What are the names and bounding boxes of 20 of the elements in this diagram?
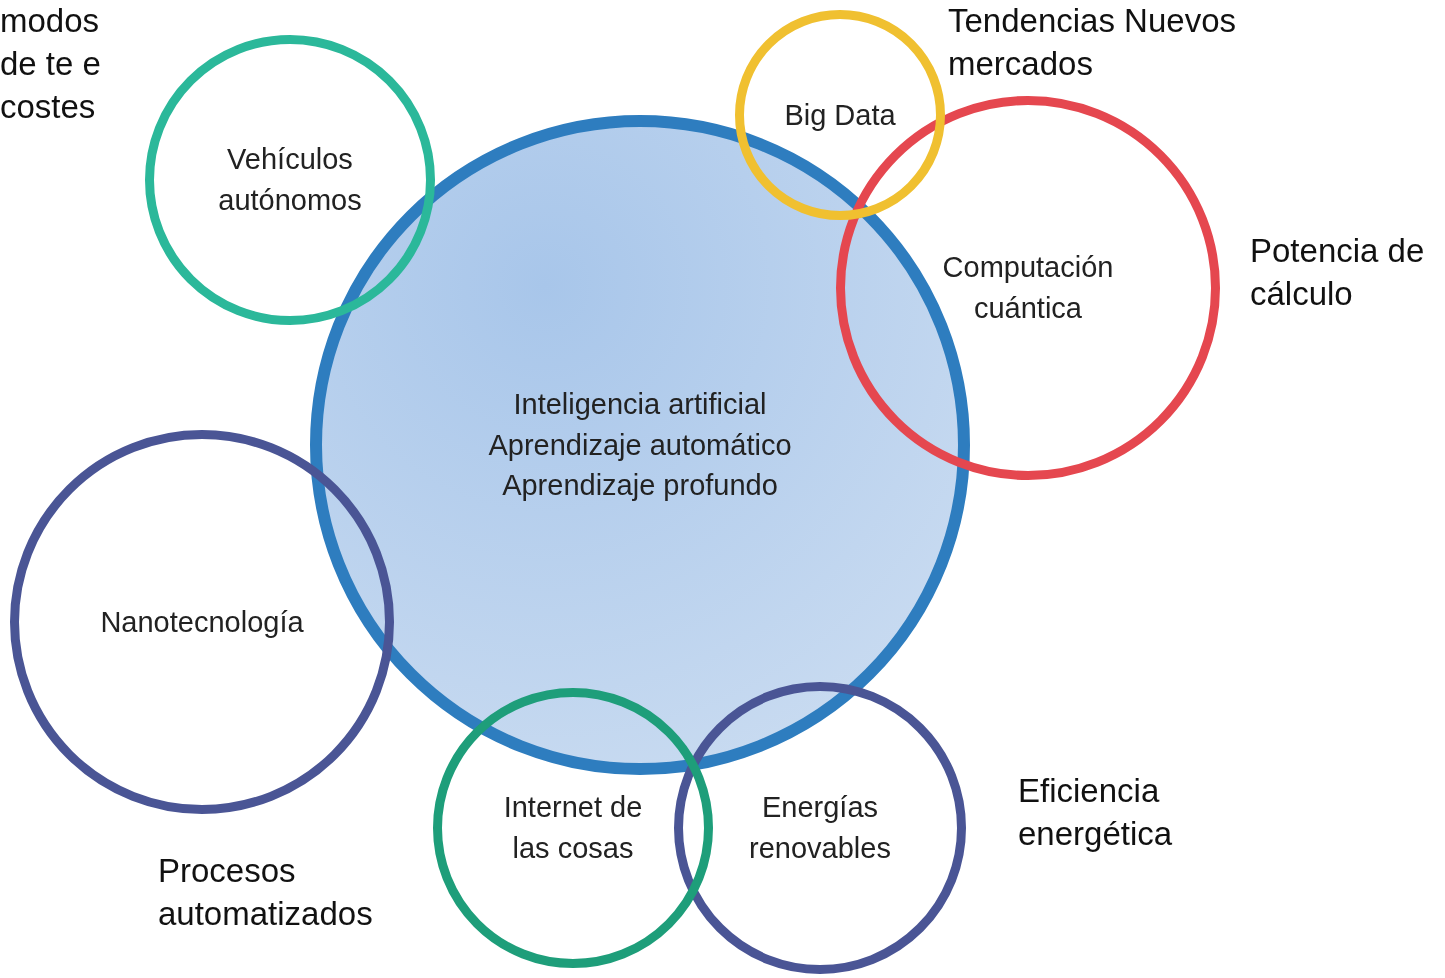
topic-label: Internet de las cosas bbox=[502, 790, 644, 866]
annotation-text: modos de te e costes bbox=[0, 1, 102, 127]
topic-label: Aprendizaje profundo bbox=[502, 468, 778, 504]
topic-circle bbox=[10, 430, 394, 814]
annotation-text: Tendencias Nuevos mercados bbox=[948, 1, 1237, 84]
annotation-text: Eficiencia energética bbox=[1018, 771, 1174, 854]
topic-circle bbox=[836, 96, 1220, 480]
annotation-text: Procesos automatizados bbox=[158, 851, 374, 934]
topic-circle bbox=[145, 35, 435, 325]
topic-label: Aprendizaje automático bbox=[488, 427, 792, 463]
topic-label: Nanotecnología bbox=[100, 604, 304, 640]
topic-circle bbox=[735, 10, 945, 220]
topic-circle bbox=[674, 682, 966, 974]
topic-circle bbox=[433, 688, 713, 968]
topic-label: Energías renovables bbox=[748, 790, 892, 866]
topic-label: Big Data bbox=[784, 97, 896, 133]
annotation-text: Potencia de cálculo bbox=[1250, 231, 1426, 314]
topic-label: Inteligencia artificial bbox=[513, 387, 767, 423]
topic-label: Computación cuántica bbox=[941, 250, 1115, 326]
topic-label: Vehículos autónomos bbox=[217, 142, 363, 218]
